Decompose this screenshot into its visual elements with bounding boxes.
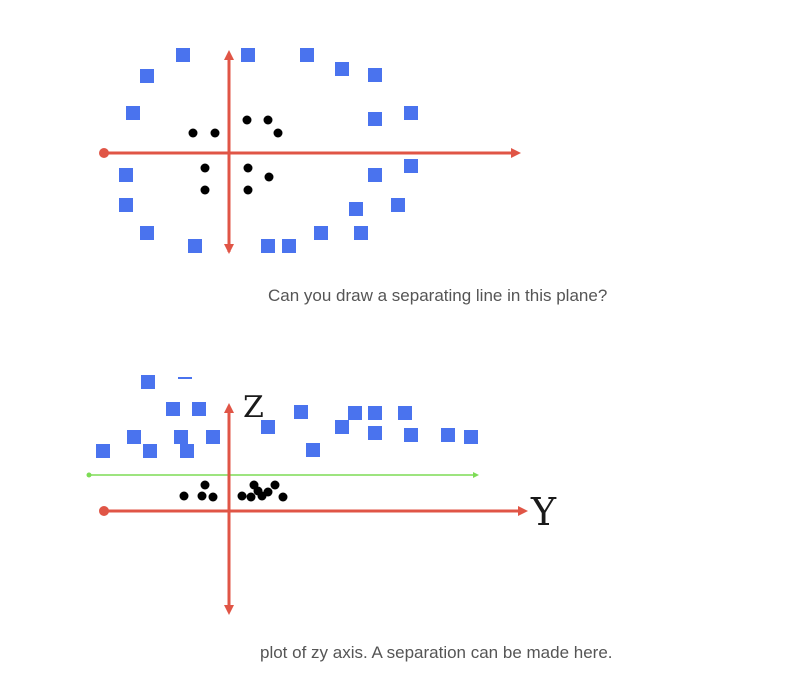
dot-point: [263, 487, 273, 497]
axes: [99, 50, 521, 254]
figure-zy-plane: Z Y: [0, 360, 560, 625]
square-point: [119, 168, 133, 182]
dot-point: [263, 115, 273, 125]
dot-points: [188, 115, 283, 195]
square-points: [119, 48, 418, 253]
y-axis-label: Y: [530, 490, 557, 534]
dot-point: [188, 128, 198, 138]
dot-point: [200, 163, 210, 173]
dot-point: [200, 185, 210, 195]
dot-point: [200, 480, 210, 490]
square-point: [335, 62, 349, 76]
square-point: [261, 239, 275, 253]
dot-point: [246, 492, 256, 502]
square-point: [314, 226, 328, 240]
zy-plane-diagram: Z Y: [86, 375, 557, 615]
dot-point: [253, 486, 263, 496]
square-point: [294, 405, 308, 419]
square-point: [188, 239, 202, 253]
square-point: [241, 48, 255, 62]
caption-xy-plane: Can you draw a separating line in this p…: [268, 286, 608, 305]
separator-line: [86, 472, 479, 478]
square-point: [354, 226, 368, 240]
square-point: [368, 168, 382, 182]
z-axis-label: Z: [243, 390, 264, 425]
square-point: [368, 426, 382, 440]
square-point: [300, 48, 314, 62]
square-point: [404, 159, 418, 173]
dot-point: [210, 128, 220, 138]
square-point: [96, 444, 110, 458]
square-point: [404, 106, 418, 120]
square-point: [391, 198, 405, 212]
figure-xy-plane: [0, 0, 560, 285]
dot-points: [179, 480, 288, 502]
dot-point: [242, 115, 252, 125]
square-point: [261, 420, 275, 434]
square-point: [335, 420, 349, 434]
xy-plane-diagram: [99, 48, 521, 254]
square-point: [140, 69, 154, 83]
square-point: [176, 48, 190, 62]
axes: [99, 403, 528, 615]
square-point: [282, 239, 296, 253]
square-point: [349, 202, 363, 216]
dot-point: [179, 491, 189, 501]
square-point: [348, 406, 362, 420]
square-point: [140, 226, 154, 240]
dot-point: [243, 185, 253, 195]
square-point: [441, 428, 455, 442]
square-point: [166, 402, 180, 416]
square-point: [141, 375, 155, 389]
square-point: [192, 402, 206, 416]
square-point: [126, 106, 140, 120]
square-point: [127, 430, 141, 444]
square-point: [404, 428, 418, 442]
square-point: [398, 406, 412, 420]
dot-point: [264, 172, 274, 182]
square-point: [368, 406, 382, 420]
dot-point: [278, 492, 288, 502]
square-point: [306, 443, 320, 457]
square-points: [96, 375, 478, 458]
square-point: [464, 430, 478, 444]
square-point: [174, 430, 188, 444]
dot-point: [197, 491, 207, 501]
square-point: [119, 198, 133, 212]
square-point: [180, 444, 194, 458]
square-point: [143, 444, 157, 458]
square-point: [206, 430, 220, 444]
dot-point: [270, 480, 280, 490]
square-point: [368, 112, 382, 126]
dot-point: [208, 492, 218, 502]
square-point: [368, 68, 382, 82]
dot-point: [243, 163, 253, 173]
caption-zy-plane: plot of zy axis. A separation can be mad…: [260, 643, 613, 662]
dot-point: [237, 491, 247, 501]
dot-point: [273, 128, 283, 138]
